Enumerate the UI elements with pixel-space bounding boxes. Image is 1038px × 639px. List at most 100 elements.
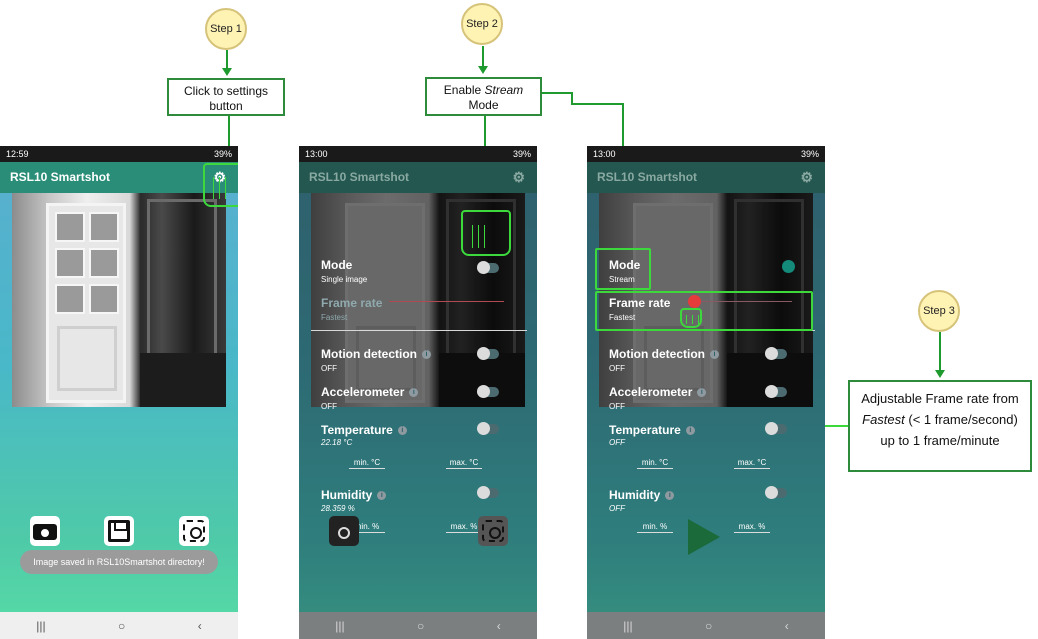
frame-rate-slider[interactable] — [389, 301, 504, 302]
door-panel — [356, 326, 416, 391]
toggle-knob — [477, 261, 490, 274]
window-pane — [55, 248, 85, 278]
hum-min-input[interactable]: min. % — [637, 522, 673, 533]
nav-bar: ||| ○ ‹ — [587, 612, 825, 639]
toast-message: Image saved in RSL10Smartshot directory! — [20, 550, 218, 574]
app-title: RSL10 Smartshot — [597, 170, 698, 184]
back-button[interactable]: ‹ — [496, 618, 501, 633]
face-scan-button[interactable] — [478, 516, 508, 546]
toggle-knob — [477, 385, 490, 398]
step-2-text: Step 2 — [466, 18, 498, 30]
back-button[interactable]: ‹ — [784, 618, 789, 633]
accelerometer-toggle[interactable] — [765, 385, 787, 398]
hum-max-input[interactable]: max. % — [446, 522, 482, 533]
motion-detection-toggle[interactable] — [765, 347, 787, 360]
mode-toggle[interactable] — [477, 261, 499, 274]
frame-rate-label: Frame rate — [321, 296, 383, 310]
app-bar: RSL10 Smartshot ⚙ — [587, 162, 825, 193]
arrow-down — [478, 66, 488, 74]
accelerometer-text: Accelerometer — [609, 385, 693, 399]
window-pane — [89, 284, 119, 314]
status-battery: 39% — [213, 149, 232, 159]
accelerometer-toggle[interactable] — [477, 385, 499, 398]
temperature-toggle[interactable] — [477, 422, 499, 435]
note-settings-text: Click to settings button — [183, 84, 269, 113]
home-button[interactable]: ○ — [118, 618, 126, 633]
info-icon[interactable]: i — [397, 426, 407, 436]
recents-button[interactable]: ||| — [36, 618, 46, 633]
motion-detection-toggle[interactable] — [477, 347, 499, 360]
recents-button[interactable]: ||| — [623, 618, 633, 633]
camera-button[interactable] — [329, 516, 359, 546]
frame-rate-label: Frame rate — [609, 296, 671, 310]
toggle-knob — [477, 486, 490, 499]
separator — [311, 330, 527, 331]
temp-max-input[interactable]: max. °C — [734, 458, 770, 469]
home-button[interactable]: ○ — [417, 618, 425, 633]
frame-rate-value: Fastest — [609, 313, 636, 322]
app-bar: RSL10 Smartshot ⚙ — [299, 162, 537, 193]
info-icon[interactable]: i — [409, 388, 419, 398]
toggle-knob — [477, 347, 490, 360]
door-image — [46, 203, 126, 403]
door-frame — [734, 199, 804, 369]
temp-max-input[interactable]: max. °C — [446, 458, 482, 469]
connector-line — [228, 116, 230, 162]
camera-button[interactable] — [30, 516, 60, 546]
info-icon[interactable]: i — [697, 388, 707, 398]
gear-icon[interactable]: ⚙ — [213, 169, 226, 185]
window-pane — [55, 212, 85, 242]
app-title: RSL10 Smartshot — [309, 170, 410, 184]
temperature-text: Temperature — [321, 423, 393, 437]
mode-value: Stream — [609, 275, 635, 284]
note-stream-suffix: Mode — [468, 98, 499, 112]
info-icon[interactable]: i — [377, 491, 387, 501]
connector-line — [226, 50, 228, 70]
humidity-value: 28.359 % — [321, 504, 355, 513]
note-settings: Click to settings button — [167, 78, 285, 116]
info-icon[interactable]: i — [685, 426, 695, 436]
save-button[interactable] — [104, 516, 134, 546]
step-1-badge: Step 1 — [205, 8, 247, 50]
info-icon[interactable]: i — [422, 350, 431, 360]
gear-icon[interactable]: ⚙ — [800, 169, 813, 185]
mode-toggle[interactable] — [773, 260, 795, 273]
home-button[interactable]: ○ — [705, 618, 713, 633]
hand-pointer-icon — [461, 210, 511, 256]
accelerometer-value: OFF — [609, 402, 625, 411]
humidity-toggle[interactable] — [477, 486, 499, 499]
humidity-toggle[interactable] — [765, 486, 787, 499]
temp-min-input[interactable]: min. °C — [349, 458, 385, 469]
table-shape — [727, 353, 813, 407]
info-icon[interactable]: i — [665, 491, 675, 501]
note-frame-rate-text: Adjustable Frame rate from — [861, 391, 1019, 406]
accelerometer-text: Accelerometer — [321, 385, 405, 399]
frame-rate-slider[interactable] — [687, 301, 792, 302]
frame-rate-value: Fastest — [321, 313, 348, 322]
recents-button[interactable]: ||| — [335, 618, 345, 633]
temperature-value: OFF — [609, 438, 625, 447]
toggle-knob — [765, 385, 778, 398]
temperature-toggle[interactable] — [765, 422, 787, 435]
info-icon[interactable]: i — [710, 350, 719, 360]
camera-preview — [12, 193, 226, 407]
back-button[interactable]: ‹ — [197, 618, 202, 633]
play-icon[interactable] — [688, 519, 720, 555]
gear-icon[interactable]: ⚙ — [512, 169, 525, 185]
temp-min-input[interactable]: min. °C — [637, 458, 673, 469]
frame-rate-slider-thumb[interactable] — [688, 295, 701, 308]
toggle-knob — [765, 486, 778, 499]
accelerometer-value: OFF — [321, 402, 337, 411]
status-time: 13:00 — [305, 149, 328, 159]
hum-max-input[interactable]: max. % — [734, 522, 770, 533]
hum-min-input[interactable]: min. % — [349, 522, 385, 533]
accelerometer-label: Accelerometer i — [609, 385, 707, 399]
camera-icon — [338, 527, 350, 539]
face-scan-button[interactable] — [179, 516, 209, 546]
